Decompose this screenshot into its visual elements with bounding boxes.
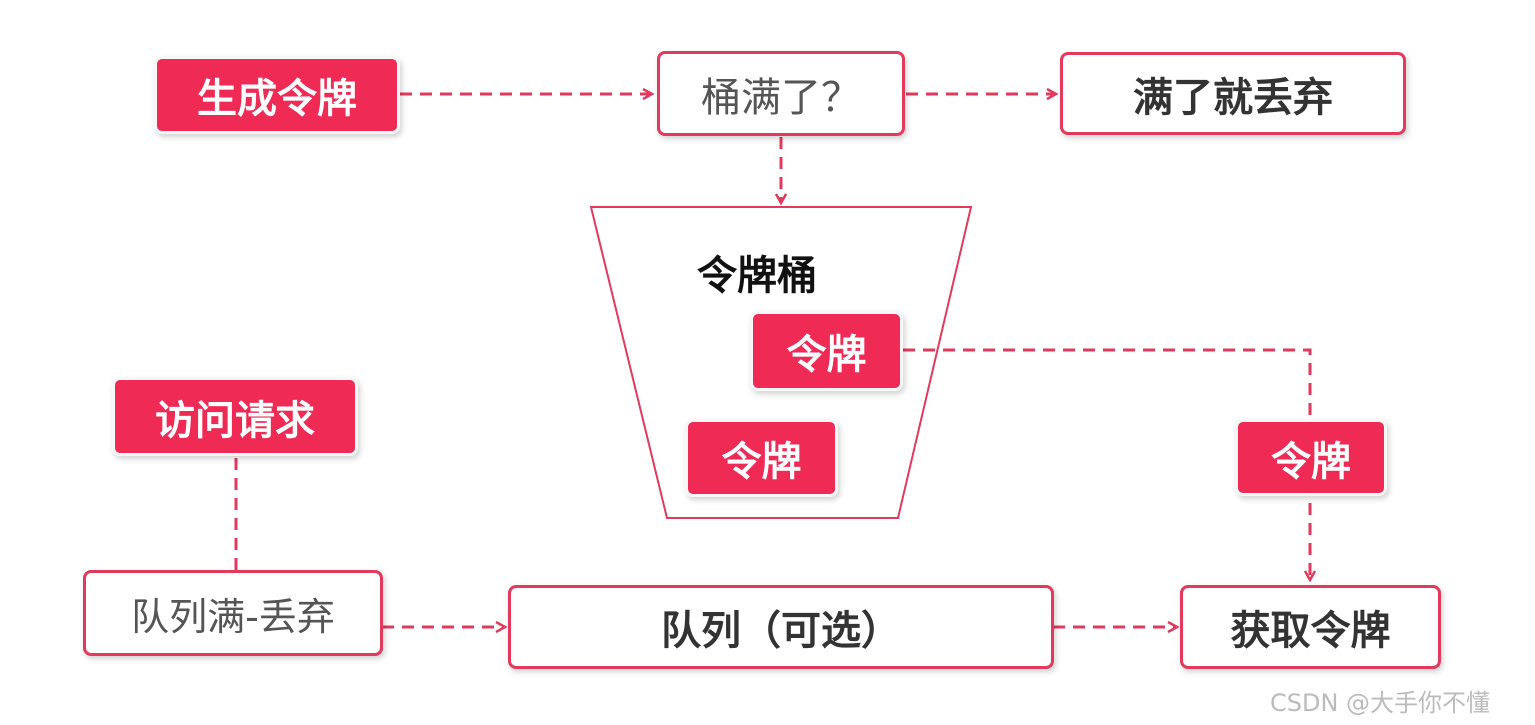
generate-token-node: 生成令牌 — [154, 56, 400, 134]
discard-when-full-label: 满了就丢弃 — [1133, 74, 1333, 121]
token-in-bucket-1-label: 令牌 — [786, 332, 867, 378]
token-moving-label: 令牌 — [1271, 438, 1351, 485]
bucket-full-check-label: 桶满了？ — [701, 74, 861, 121]
watermark-text: CSDN @大手你不懂 — [1270, 689, 1491, 717]
token-in-bucket-1: 令牌 — [750, 311, 903, 391]
arrow-token-to-acquire — [903, 348, 1310, 580]
access-request-node: 访问请求 — [112, 377, 358, 456]
access-request-label: 访问请求 — [155, 397, 315, 444]
queue-optional-node: 队列（可选） — [508, 585, 1054, 669]
watermark: CSDN @大手你不懂 — [1270, 683, 1490, 718]
queue-full-discard-label: 队列满-丢弃 — [131, 594, 335, 639]
discard-when-full-node: 满了就丢弃 — [1060, 52, 1406, 135]
token-in-bucket-2-label: 令牌 — [721, 439, 802, 485]
queue-optional-label: 队列（可选） — [661, 608, 901, 654]
token-in-bucket-2: 令牌 — [685, 419, 838, 497]
token-moving-node: 令牌 — [1235, 419, 1387, 496]
token-bucket-title-text: 令牌桶 — [697, 253, 817, 299]
queue-full-discard-node: 队列满-丢弃 — [83, 570, 383, 656]
bucket-full-check-node: 桶满了？ — [657, 51, 905, 136]
acquire-token-label: 获取令牌 — [1230, 608, 1391, 654]
token-bucket-title: 令牌桶 — [697, 243, 817, 301]
acquire-token-node: 获取令牌 — [1180, 585, 1441, 669]
generate-token-label: 生成令牌 — [197, 76, 357, 122]
